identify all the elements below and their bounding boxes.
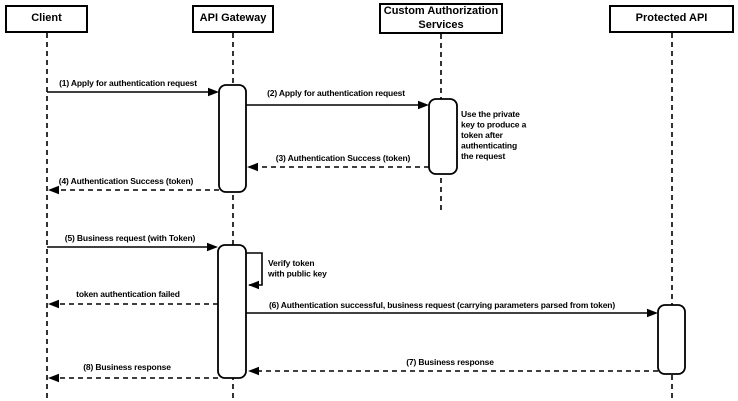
message-label-5: (5) Business request (with Token) [65, 233, 196, 243]
activation-bar-api-gateway [218, 84, 247, 193]
message-label-6: token authentication failed [76, 289, 180, 299]
message-label-3: (3) Authentication Success (token) [276, 153, 411, 163]
message-label-2: (2) Apply for authentication request [267, 88, 405, 98]
message-label-7: (6) Authentication successful, business … [269, 300, 615, 310]
message-arrowhead-7 [647, 308, 658, 318]
message-arrowhead-2 [418, 100, 429, 110]
self-message-label-line: Verify token [268, 258, 314, 268]
participant-box-custom-authorization-services: Custom Authorization Services [379, 3, 503, 34]
activation-bar-api-gateway-2 [217, 244, 247, 379]
message-arrowhead-4 [48, 185, 59, 195]
message-label-1: (1) Apply for authentication request [59, 78, 197, 88]
message-label-8: (7) Business response [406, 357, 494, 367]
activation-bar-protected-api [657, 304, 686, 375]
participant-label-protected-api: Protected API [635, 12, 708, 25]
message-arrowhead-5 [207, 242, 218, 252]
participant-label-api-gateway: API Gateway [199, 12, 267, 25]
note-text-line: key to produce a [461, 120, 527, 130]
self-message-line [246, 252, 263, 286]
message-arrowhead-3 [247, 162, 258, 172]
participant-label-client: Client [31, 12, 62, 25]
self-message-arrowhead [248, 280, 259, 290]
self-message-label-line: with public key [267, 269, 327, 279]
participant-box-client: Client [5, 5, 88, 33]
participant-box-protected-api: Protected API [609, 5, 734, 33]
note-text-line: token after [461, 130, 504, 140]
participant-label-custom-authorization-services: Custom Authorization Services [383, 5, 499, 31]
note-text-line: Use the private [461, 109, 520, 119]
activation-bar-custom-auth [428, 98, 458, 175]
message-arrowhead-1 [208, 87, 219, 97]
message-arrowhead-6 [48, 299, 59, 309]
note-text-line: the request [461, 151, 505, 161]
participant-box-api-gateway: API Gateway [192, 5, 274, 33]
message-label-4: (4) Authentication Success (token) [59, 176, 194, 186]
message-label-9: (8) Business response [83, 362, 171, 372]
message-arrowhead-9 [48, 373, 59, 383]
note-text-line: authenticating [461, 141, 517, 151]
message-arrowhead-8 [248, 366, 259, 376]
